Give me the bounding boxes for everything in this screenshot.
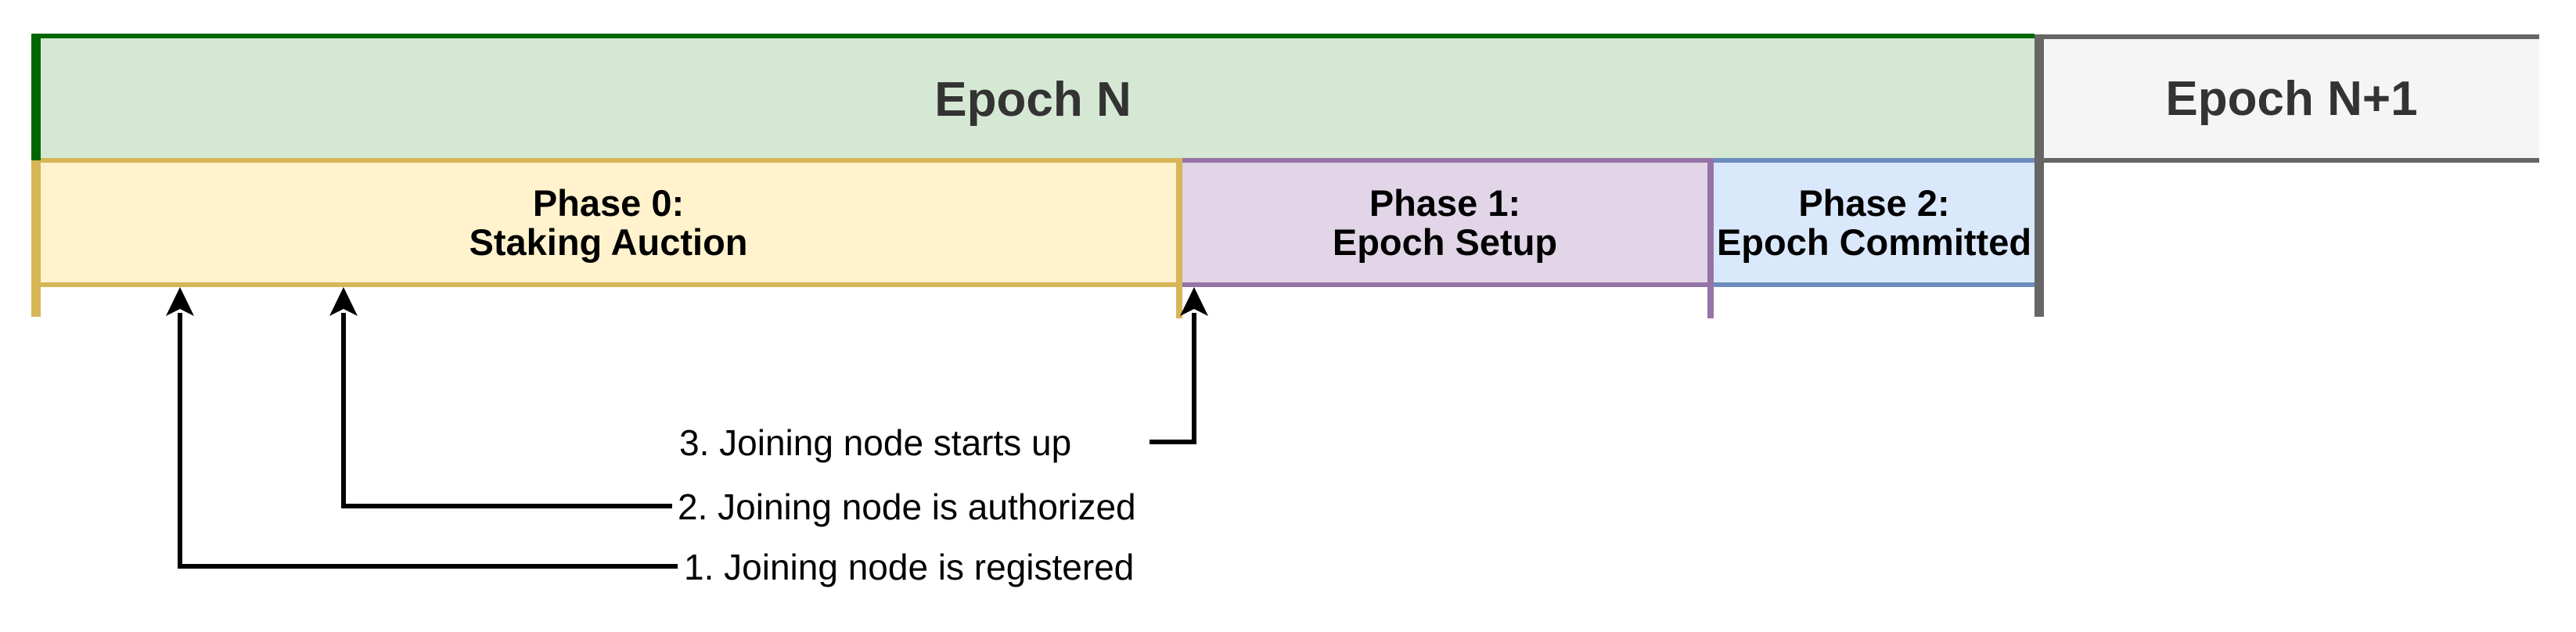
arrow-1-line bbox=[178, 313, 678, 569]
phase-1-subtitle: Epoch Setup bbox=[1332, 221, 1558, 263]
epoch-n1-bar: Epoch N+1 bbox=[2044, 34, 2539, 163]
arrow-2-line bbox=[341, 313, 672, 508]
arrow-3-head bbox=[1180, 287, 1208, 316]
arrow-1-head bbox=[166, 287, 194, 316]
phase-2-epoch-committed-bar: Phase 2: Epoch Committed bbox=[1714, 158, 2035, 287]
phase-0-start-marker bbox=[31, 160, 41, 317]
epoch-n1-label: Epoch N+1 bbox=[2165, 71, 2418, 126]
phase-2-subtitle: Epoch Committed bbox=[1716, 221, 2032, 263]
epoch-n1-start-marker bbox=[2035, 34, 2044, 317]
phase-2-start-marker bbox=[1707, 158, 1714, 318]
phase-1-start-marker bbox=[1176, 158, 1182, 318]
epoch-n-bar: Epoch N bbox=[31, 34, 2035, 160]
annotation-node-starts-up: 3. Joining node starts up bbox=[679, 422, 1072, 463]
epoch-n-label: Epoch N bbox=[934, 72, 1131, 127]
arrow-2-head bbox=[329, 287, 358, 316]
phase-1-epoch-setup-bar: Phase 1: Epoch Setup bbox=[1182, 158, 1707, 287]
annotation-node-registered: 1. Joining node is registered bbox=[684, 547, 1135, 587]
phase-0-staking-auction-bar: Phase 0: Staking Auction bbox=[41, 158, 1176, 287]
phase-0-subtitle: Staking Auction bbox=[469, 221, 748, 263]
phase-1-title: Phase 1: bbox=[1369, 181, 1521, 224]
arrow-3-line bbox=[1149, 313, 1196, 444]
epoch-n-start-marker bbox=[31, 34, 41, 160]
phase-0-title: Phase 0: bbox=[532, 181, 685, 224]
phase-2-title: Phase 2: bbox=[1798, 181, 1950, 224]
annotation-node-authorized: 2. Joining node is authorized bbox=[678, 487, 1136, 527]
